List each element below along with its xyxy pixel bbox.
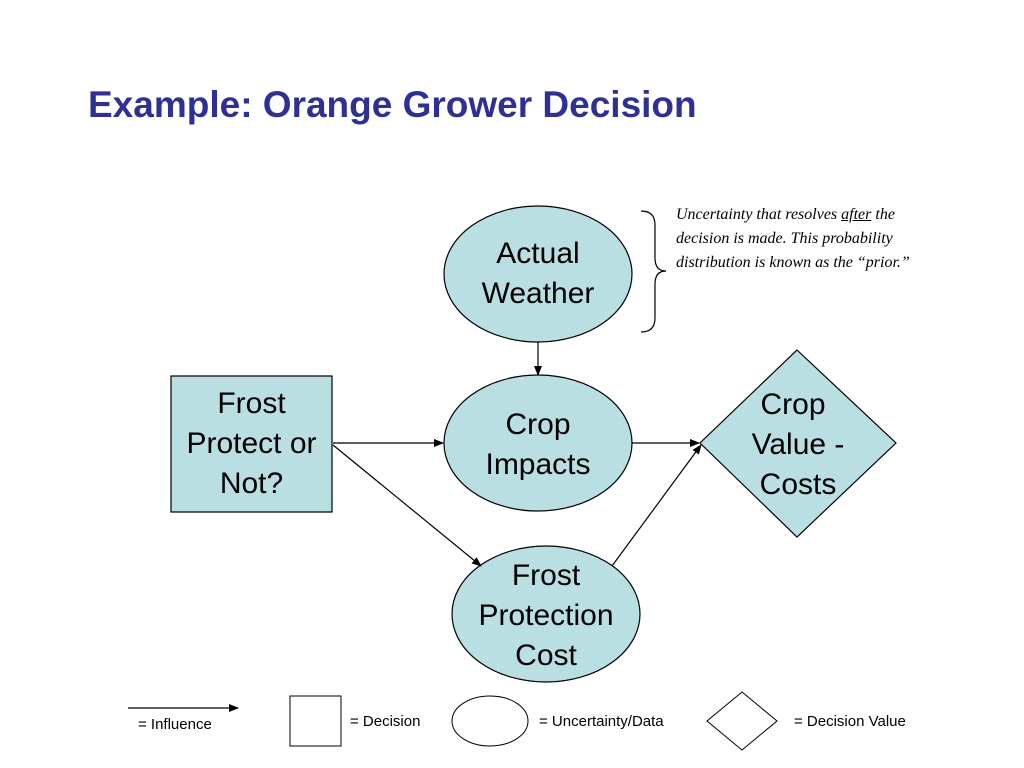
frost-cost-node [451,545,641,683]
frost-protect-node [170,375,333,513]
annotation-emphasis: after [841,206,872,223]
legend-uncertainty-oval [451,695,529,747]
annotation-brace [640,210,667,333]
legend-decision-value-label: = Decision Value [794,713,906,730]
actual-weather-label: Actual Weather [481,237,595,310]
prior-annotation: Uncertainty that resolves after the deci… [676,206,910,271]
crop-value-label: Crop Value - Costs [751,388,845,501]
frost-cost-label: Frost Protection Cost [478,559,614,672]
legend-uncertainty-label: = Uncertainty/Data [539,713,664,730]
slide-title: Example: Orange Grower Decision [88,84,697,125]
arc-decision-to-cost [332,444,482,567]
legend-decision-value-diamond [706,691,778,751]
arc-cost-to-value [611,444,702,567]
legend-influence-label: = Influence [138,716,212,733]
crop-impacts-label: Crop Impacts [485,408,591,481]
crop-value-node [699,349,897,538]
frost-protect-label: Frost Protect or Not? [186,387,317,500]
legend-decision-label: = Decision [350,713,421,730]
legend-decision-box [289,695,342,747]
